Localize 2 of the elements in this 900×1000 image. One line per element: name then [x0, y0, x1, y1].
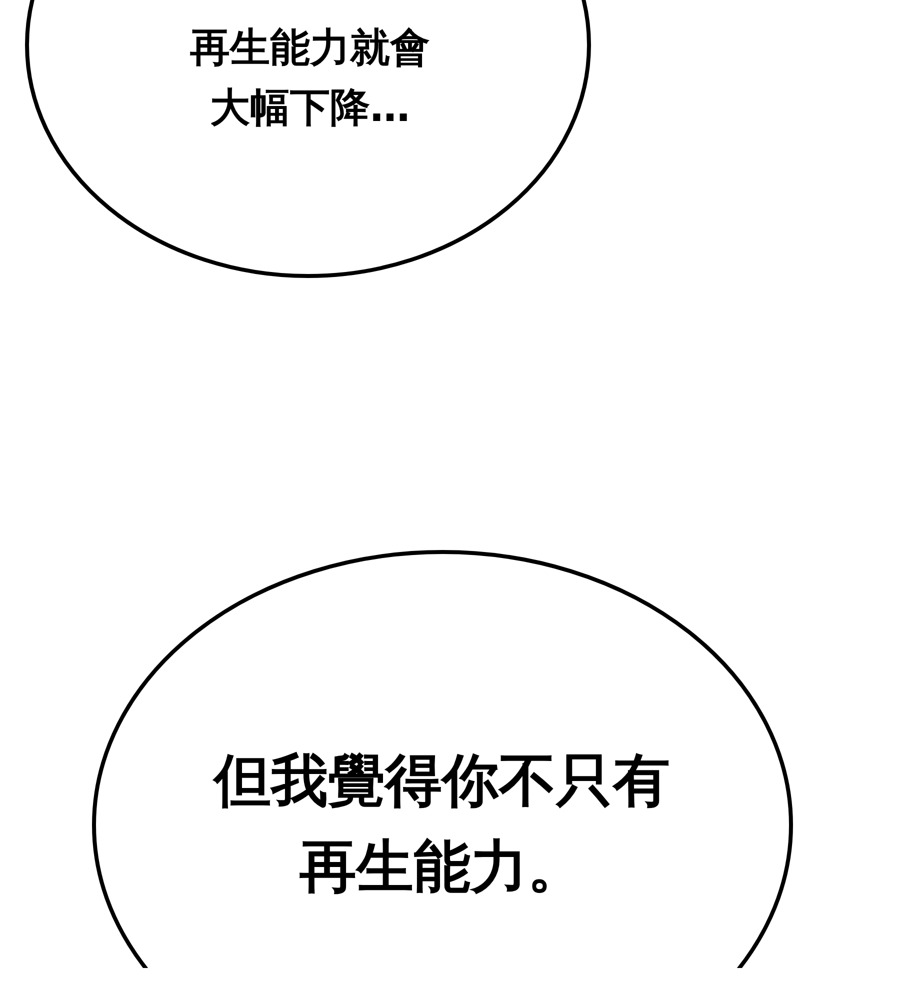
dialogue-text: 再生能力就會大幅下降… [189, 24, 431, 133]
dialogue-text: 但我覺得你不只有再生能力。 [212, 747, 671, 902]
